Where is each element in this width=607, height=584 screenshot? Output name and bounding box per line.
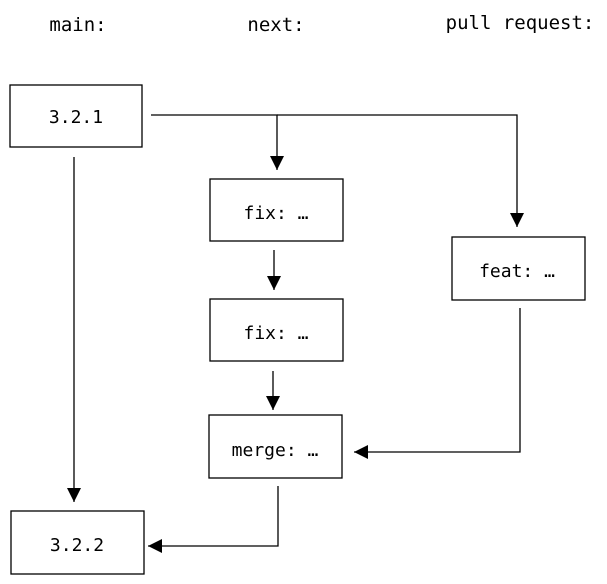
node-merge: merge: … bbox=[208, 414, 343, 479]
edge-321-to-feat bbox=[277, 114, 524, 227]
node-label-fix-1: fix: … bbox=[243, 203, 308, 224]
edge-321-to-fix1 bbox=[151, 114, 284, 170]
column-label-main: main: bbox=[49, 14, 106, 36]
node-label-feat: feat: … bbox=[479, 261, 555, 282]
column-label-pull-request: pull request: bbox=[446, 12, 595, 34]
node-label-3-2-1: 3.2.1 bbox=[49, 107, 103, 128]
node-label-merge: merge: … bbox=[232, 440, 319, 461]
node-fix-1: fix: … bbox=[209, 178, 344, 242]
node-label-fix-2: fix: … bbox=[243, 323, 308, 344]
node-3-2-2: 3.2.2 bbox=[10, 510, 145, 575]
column-label-next: next: bbox=[247, 14, 304, 36]
node-label-3-2-2: 3.2.2 bbox=[50, 535, 104, 556]
node-feat: feat: … bbox=[451, 236, 586, 301]
node-3-2-1: 3.2.1 bbox=[9, 84, 143, 148]
edge-feat-to-merge bbox=[354, 308, 521, 459]
edge-merge-to-322 bbox=[148, 486, 279, 553]
node-fix-2: fix: … bbox=[209, 298, 344, 362]
